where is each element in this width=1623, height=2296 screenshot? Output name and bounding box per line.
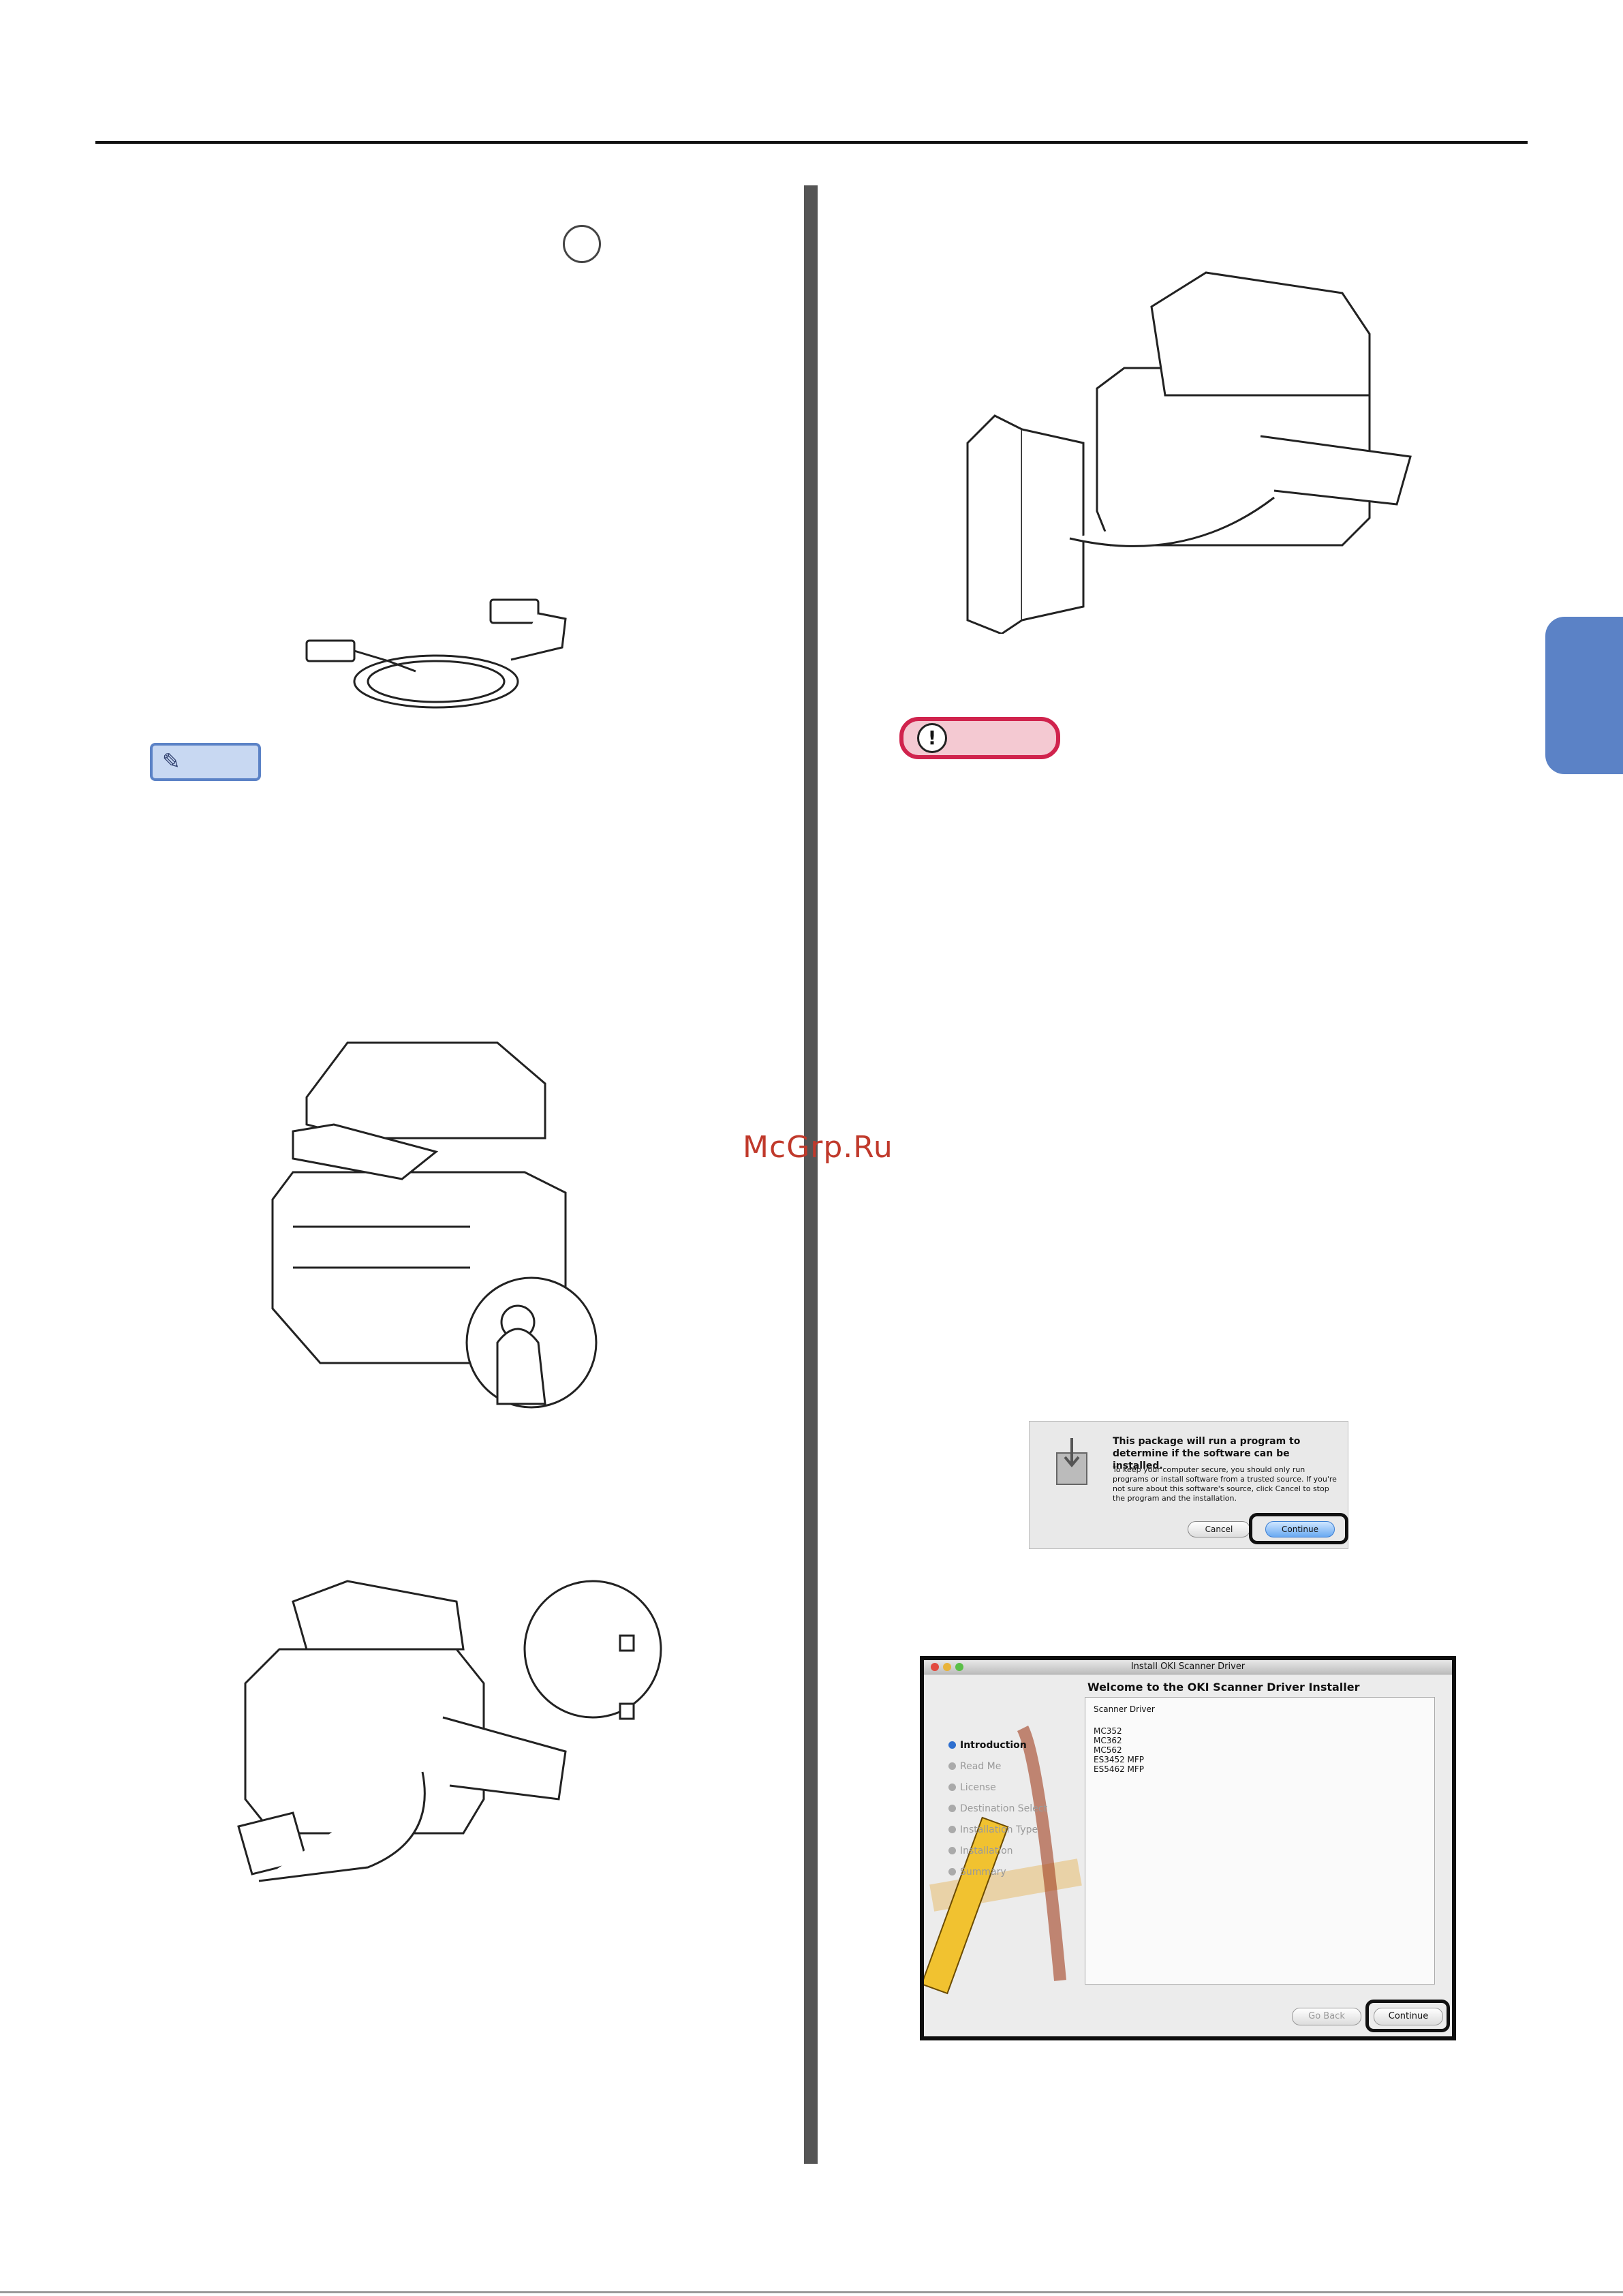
step-installation-type: Installation Type	[948, 1820, 1047, 1841]
usb-cable-illustration	[305, 598, 567, 709]
installer-heading: Welcome to the OKI Scanner Driver Instal…	[1087, 1681, 1360, 1694]
column-divider	[804, 185, 818, 2164]
installer-continue-button[interactable]: Continue	[1374, 2008, 1443, 2025]
installer-steps: Introduction Read Me License Destination…	[948, 1735, 1047, 1883]
model-item: MC362	[1094, 1736, 1122, 1745]
installer-window: Install OKI Scanner Driver Welcome to th…	[920, 1656, 1456, 2040]
model-list: MC352 MC362 MC562 ES3452 MFP ES5462 MFP	[1094, 1726, 1144, 1774]
zoom-icon[interactable]	[955, 1663, 963, 1671]
cancel-button[interactable]: Cancel	[1188, 1521, 1250, 1537]
package-icon	[1056, 1438, 1087, 1485]
go-back-button[interactable]: Go Back	[1292, 2008, 1361, 2025]
continue-highlight	[1249, 1513, 1348, 1544]
chapter-thumb-tab	[1545, 617, 1623, 774]
panel-heading: Scanner Driver	[1094, 1704, 1155, 1714]
continue-button[interactable]: Continue	[1265, 1521, 1335, 1537]
printer-rear-usb-illustration	[237, 1580, 662, 1882]
step-read-me: Read Me	[948, 1756, 1047, 1777]
model-item: ES5462 MFP	[1094, 1764, 1145, 1774]
model-item: ES3452 MFP	[1094, 1755, 1145, 1764]
printer-power-illustration	[271, 1041, 598, 1409]
note-badge: !	[899, 717, 1060, 759]
step-number-circle	[563, 225, 601, 263]
step-license: License	[948, 1777, 1047, 1798]
dialog-title: This package will run a program to deter…	[1113, 1436, 1301, 1471]
installer-continue-highlight	[1365, 2000, 1450, 2032]
step-introduction: Introduction	[948, 1735, 1047, 1756]
installer-content-panel: Scanner Driver MC352 MC362 MC562 ES3452 …	[1085, 1697, 1435, 1985]
model-item: MC562	[1094, 1745, 1122, 1755]
footer-rule	[0, 2291, 1623, 2293]
header-rule	[95, 141, 1528, 144]
installer-window-title: Install OKI Scanner Driver	[1130, 1662, 1246, 1672]
installer-window-body: Install OKI Scanner Driver Welcome to th…	[924, 1660, 1452, 2036]
minimize-icon[interactable]	[943, 1663, 951, 1671]
step-summary: Summary	[948, 1862, 1047, 1883]
installer-titlebar: Install OKI Scanner Driver	[924, 1660, 1452, 1674]
watermark: McGrp.Ru	[743, 1130, 893, 1165]
model-item: MC352	[1094, 1726, 1122, 1736]
dialog-body: To keep your computer secure, you should…	[1113, 1465, 1337, 1503]
memo-badge: ✎	[150, 743, 261, 781]
pencil-brush-artwork	[924, 1725, 1082, 1995]
security-dialog: This package will run a program to deter…	[1029, 1421, 1348, 1549]
close-icon[interactable]	[931, 1663, 939, 1671]
pencil-icon: ✎	[162, 748, 181, 774]
exclamation-icon: !	[917, 723, 947, 753]
pc-printer-connection-illustration	[966, 271, 1412, 634]
step-destination-select: Destination Select	[948, 1798, 1047, 1820]
step-installation: Installation	[948, 1841, 1047, 1862]
